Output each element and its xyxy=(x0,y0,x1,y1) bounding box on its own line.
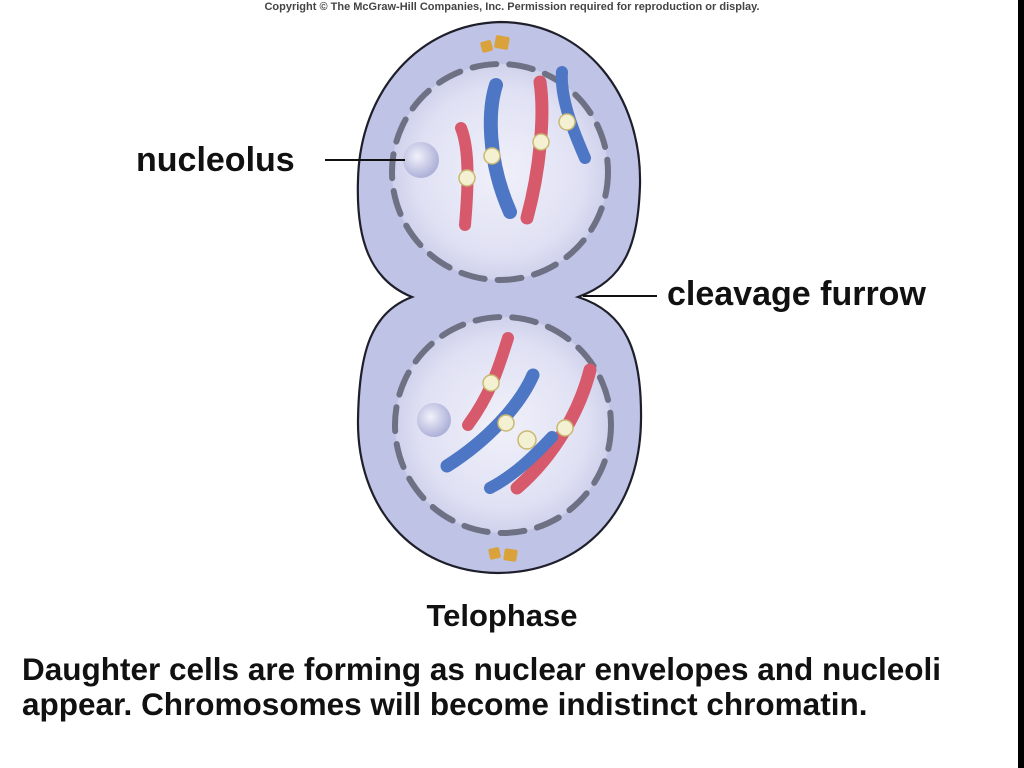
cleavage-furrow-label: cleavage furrow xyxy=(667,275,926,313)
caption: Daughter cells are forming as nuclear en… xyxy=(22,651,942,722)
bottom-centromere-4 xyxy=(556,419,574,437)
top-nucleolus xyxy=(403,142,439,178)
telophase-diagram: nucleolus cleavage furrow xyxy=(136,20,926,575)
top-centromere-1 xyxy=(458,169,476,187)
nucleolus-label: nucleolus xyxy=(136,141,295,179)
bottom-centromere-3 xyxy=(517,430,537,450)
copyright-notice: Copyright © The McGraw-Hill Companies, I… xyxy=(264,1,760,13)
bottom-centromere-2 xyxy=(497,414,515,432)
top-centromere-2 xyxy=(483,147,501,165)
stage-title: Telophase xyxy=(426,598,578,633)
top-nuclear-envelope xyxy=(389,61,611,283)
top-nucleus xyxy=(389,61,611,283)
bottom-chromosome-blue-2 xyxy=(484,431,558,494)
bottom-nuclear-envelope xyxy=(392,314,614,536)
top-centrioles xyxy=(480,35,510,53)
top-centromere-3 xyxy=(532,133,550,151)
bottom-nucleolus xyxy=(417,403,451,437)
top-centromere-4 xyxy=(558,113,576,131)
bottom-nucleus xyxy=(392,314,614,536)
top-chromosome-blue-1 xyxy=(483,78,517,219)
bottom-centromere-1 xyxy=(482,374,500,392)
bottom-centrioles xyxy=(488,547,518,562)
